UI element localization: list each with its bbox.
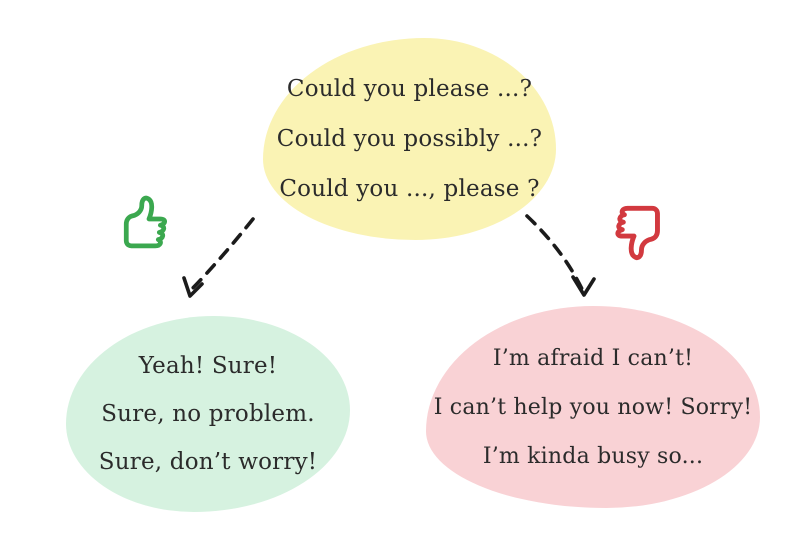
question-line-2: Could you possibly ...? (276, 126, 543, 152)
negative-bubble: I’m afraid I can’t! I can’t help you now… (426, 306, 760, 508)
positive-line-1: Yeah! Sure! (138, 353, 278, 379)
positive-bubble: Yeah! Sure! Sure, no problem. Sure, don’… (66, 316, 350, 512)
thumbs-down-icon (615, 205, 660, 261)
negative-line-3: I’m kinda busy so... (482, 443, 704, 469)
thumbs-up-icon (123, 195, 167, 249)
positive-line-2: Sure, no problem. (101, 401, 315, 427)
question-line-3: Could you ..., please ? (279, 176, 540, 202)
left-dashed-arrow (182, 217, 255, 298)
right-dashed-arrow (525, 214, 596, 297)
positive-line-3: Sure, don’t worry! (98, 449, 318, 475)
negative-line-2: I can’t help you now! Sorry! (433, 394, 753, 420)
question-bubble: Could you please ...? Could you possibly… (263, 38, 556, 240)
question-line-1: Could you please ...? (286, 76, 533, 102)
negative-line-1: I’m afraid I can’t! (492, 345, 694, 371)
